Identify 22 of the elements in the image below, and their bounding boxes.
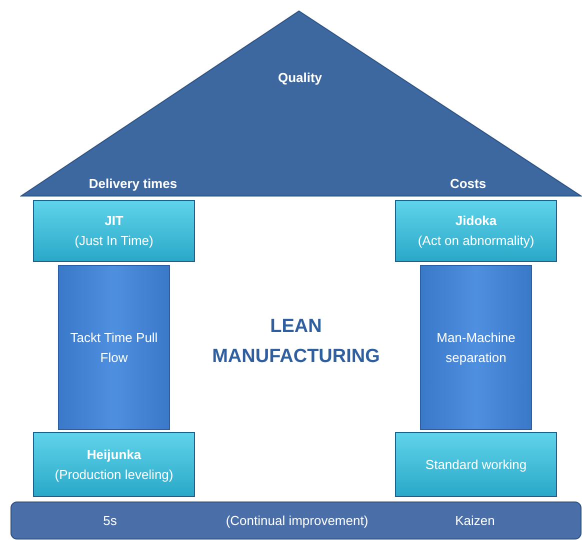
roof-label: Quality <box>278 70 322 85</box>
foundation-label: Kaizen <box>455 513 495 528</box>
pillar-cap <box>395 200 557 262</box>
center-title: LEAN MANUFACTURING <box>211 315 381 369</box>
pillar-subtitle: (Production leveling) <box>54 466 174 484</box>
foundation-label: (Continual improvement) <box>226 513 368 528</box>
pillar-text: Man-Machine separation <box>436 328 516 367</box>
pillar-text: Standard working <box>425 456 527 474</box>
pillar-title: JIT <box>104 212 124 230</box>
pillar-subtitle: (Just In Time) <box>74 232 154 250</box>
pillar-column <box>58 265 170 430</box>
pillar-text: Tackt Time Pull Flow <box>69 328 159 366</box>
pillar-cap <box>33 432 195 497</box>
pillar-cap <box>395 432 557 497</box>
pillar-title: Heijunka <box>86 446 142 464</box>
pillar-cap <box>33 200 195 262</box>
pillar-column <box>420 265 532 430</box>
roof-label: Costs <box>450 176 486 191</box>
pillar-subtitle: (Act on abnormality) <box>418 232 534 250</box>
pillar-title: Jidoka <box>455 212 497 230</box>
foundation-label: 5s <box>103 513 117 528</box>
roof-label: Delivery times <box>88 176 178 191</box>
